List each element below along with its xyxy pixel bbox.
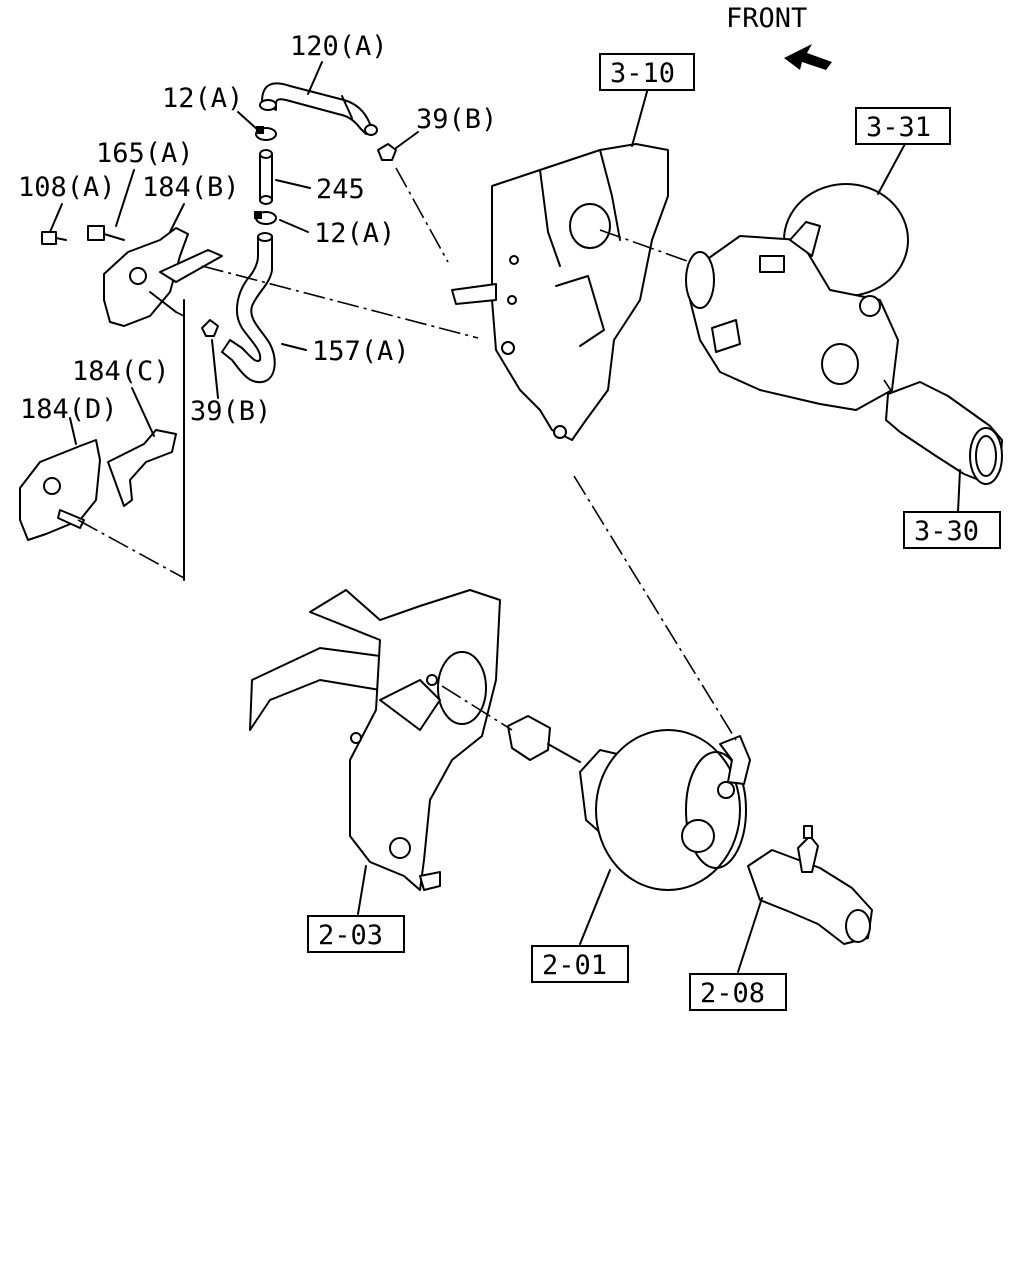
pushrod [507, 715, 581, 763]
vacuum-hose-120a [259, 82, 378, 136]
brake-booster-2-01 [579, 729, 751, 891]
bracket-184d [19, 439, 101, 541]
ref-box-2-01[interactable]: 2-01 [531, 945, 629, 983]
ref-label-3-10: 3-10 [610, 58, 675, 89]
ref-label-3-31: 3-31 [866, 112, 931, 143]
bolt-108a [41, 231, 67, 245]
ref-box-3-10[interactable]: 3-10 [599, 53, 695, 91]
ref-label-2-08: 2-08 [700, 978, 765, 1009]
front-label: FRONT [726, 3, 807, 34]
label-165a: 165(A) [96, 138, 194, 169]
clip-39b-bottom [201, 319, 219, 337]
ref-label-2-01: 2-01 [542, 950, 607, 981]
pedal-bracket-3-10 [451, 143, 669, 441]
master-cylinder-2-08 [747, 825, 873, 945]
ref-label-3-30: 3-30 [914, 516, 979, 547]
bolt-165a [87, 225, 125, 241]
reservoir-3-30 [885, 381, 1003, 485]
dash-lines [77, 167, 893, 741]
label-120a: 120(A) [290, 31, 388, 62]
label-39b-top: 39(B) [416, 104, 497, 135]
hose-clip-12a-mid [254, 211, 277, 225]
vacuum-hose-157a [221, 232, 276, 384]
label-184b: 184(B) [142, 172, 240, 203]
ref-box-2-08[interactable]: 2-08 [689, 973, 787, 1011]
label-245: 245 [316, 174, 365, 205]
ref-box-3-31[interactable]: 3-31 [855, 107, 951, 145]
leader-lines [49, 61, 961, 973]
ref-label-2-03: 2-03 [318, 920, 383, 951]
label-157a: 157(A) [312, 336, 410, 367]
label-12a-top: 12(A) [162, 83, 243, 114]
label-184d: 184(D) [20, 394, 118, 425]
front-arrow-icon [784, 44, 832, 70]
hydraulic-booster-3-31 [685, 183, 909, 411]
ref-box-3-30[interactable]: 3-30 [903, 511, 1001, 549]
ref-box-2-03[interactable]: 2-03 [307, 915, 405, 953]
bracket-184c [107, 429, 177, 507]
bracket-184b [103, 227, 223, 327]
label-108a: 108(A) [18, 172, 116, 203]
hose-clip-12a-top [255, 126, 277, 141]
label-184c: 184(C) [72, 356, 170, 387]
vacuum-pipe-245 [259, 149, 273, 205]
clip-39b-top [377, 143, 397, 161]
label-39b-bottom: 39(B) [190, 396, 271, 427]
label-12a-mid: 12(A) [314, 218, 395, 249]
pedal-assembly-2-03 [249, 589, 501, 891]
